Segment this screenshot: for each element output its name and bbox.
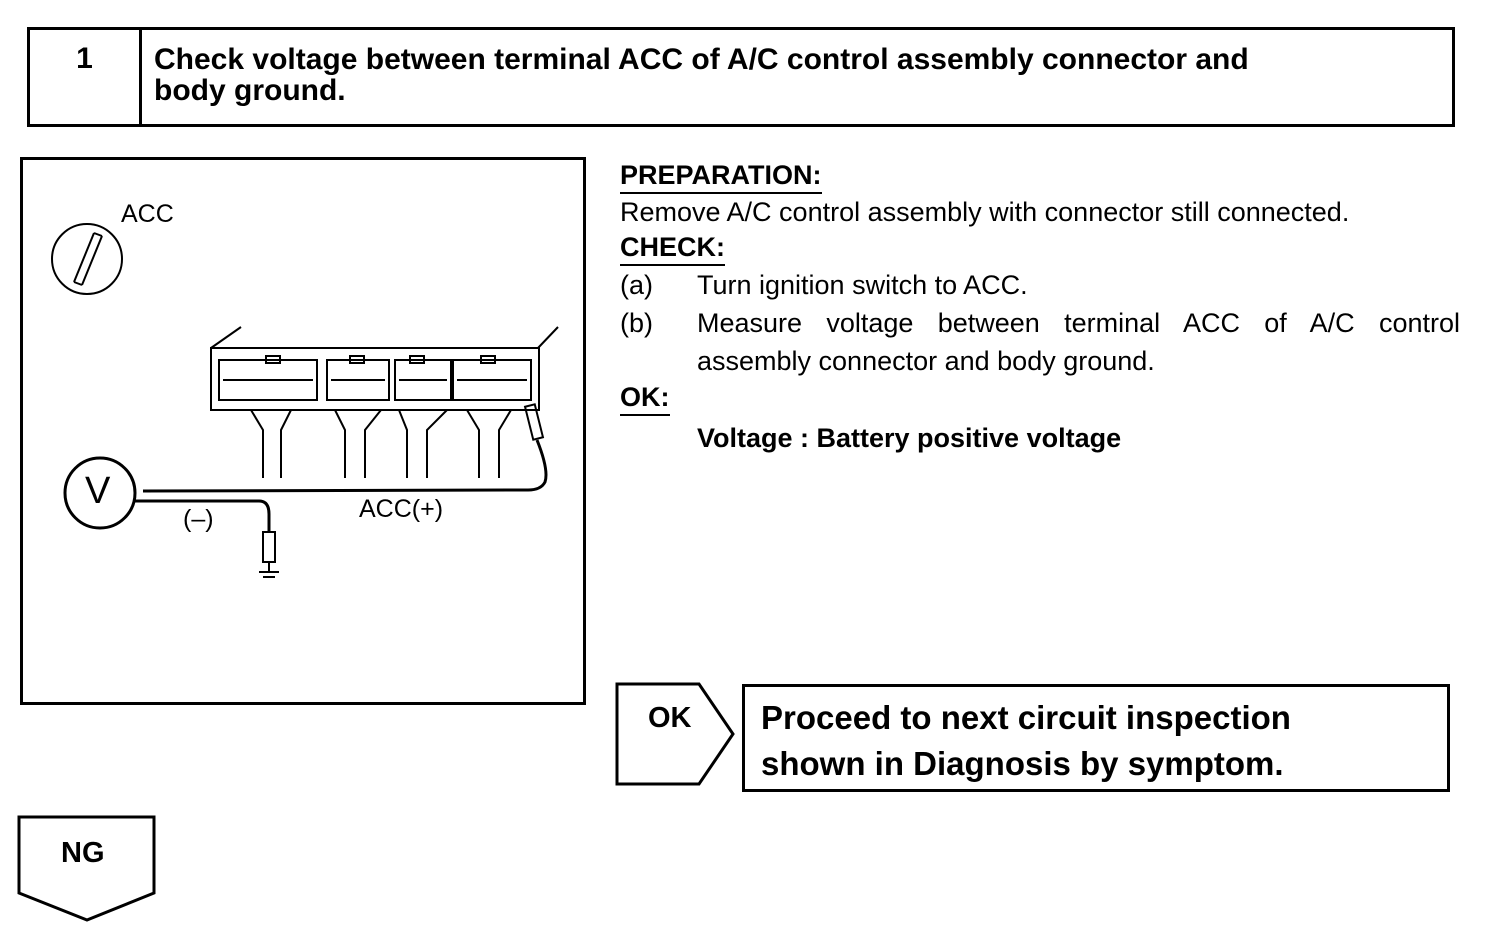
ok-result-line-2: shown in Diagnosis by symptom. bbox=[761, 745, 1284, 782]
right-arrow-icon bbox=[615, 682, 735, 786]
ng-label: NG bbox=[61, 837, 105, 869]
positive-probe bbox=[523, 403, 545, 441]
ignition-switch-icon bbox=[51, 223, 123, 295]
ok-branch-arrow: OK bbox=[615, 682, 737, 786]
ground-icon bbox=[259, 571, 279, 578]
ok-result-line-1: Proceed to next circuit inspection bbox=[761, 699, 1291, 736]
check-heading: CHECK: bbox=[620, 230, 725, 266]
ok-spec: Voltage : Battery positive voltage bbox=[697, 423, 1122, 453]
connector-housing bbox=[210, 326, 559, 411]
ok-result-box: Proceed to next circuit inspection shown… bbox=[742, 684, 1450, 792]
step-title: Check voltage between terminal ACC of A/… bbox=[142, 30, 1452, 124]
check-item-text: Measure voltage between terminal ACC of … bbox=[697, 308, 1460, 376]
voltmeter-icon bbox=[63, 456, 137, 530]
negative-probe bbox=[262, 531, 276, 563]
ok-label: OK bbox=[648, 702, 692, 734]
negative-lead bbox=[135, 499, 271, 532]
step-title-line-1: Check voltage between terminal ACC of A/… bbox=[154, 43, 1249, 76]
step-number: 1 bbox=[30, 30, 142, 124]
check-item: (b) Measure voltage between terminal ACC… bbox=[620, 304, 1460, 380]
check-item-key: (a) bbox=[620, 270, 653, 300]
step-title-line-2: body ground. bbox=[154, 74, 346, 107]
preparation-text: Remove A/C control assembly with connect… bbox=[620, 197, 1350, 227]
ok-heading: OK: bbox=[620, 380, 670, 416]
harness-bundles bbox=[250, 409, 512, 478]
check-item-key: (b) bbox=[620, 308, 653, 338]
ng-branch-arrow: NG bbox=[17, 815, 157, 923]
positive-label: ACC(+) bbox=[359, 495, 444, 523]
key-slot-icon bbox=[73, 232, 103, 286]
preparation-heading: PREPARATION: bbox=[620, 158, 822, 194]
instructions: PREPARATION: Remove A/C control assembly… bbox=[620, 158, 1460, 458]
negative-label: (–) bbox=[183, 505, 214, 533]
wiring-illustration: ACC V (–) ACC(+) bbox=[20, 157, 586, 705]
check-item-text: Turn ignition switch to ACC. bbox=[697, 270, 1028, 300]
down-arrow-icon bbox=[17, 815, 156, 922]
step-header: 1 Check voltage between terminal ACC of … bbox=[27, 27, 1455, 127]
positive-lead bbox=[142, 439, 548, 493]
switch-label: ACC bbox=[121, 200, 174, 228]
connector-diagram bbox=[51, 223, 559, 578]
voltmeter-symbol: V bbox=[85, 470, 111, 512]
check-item: (a) Turn ignition switch to ACC. bbox=[620, 266, 1460, 304]
